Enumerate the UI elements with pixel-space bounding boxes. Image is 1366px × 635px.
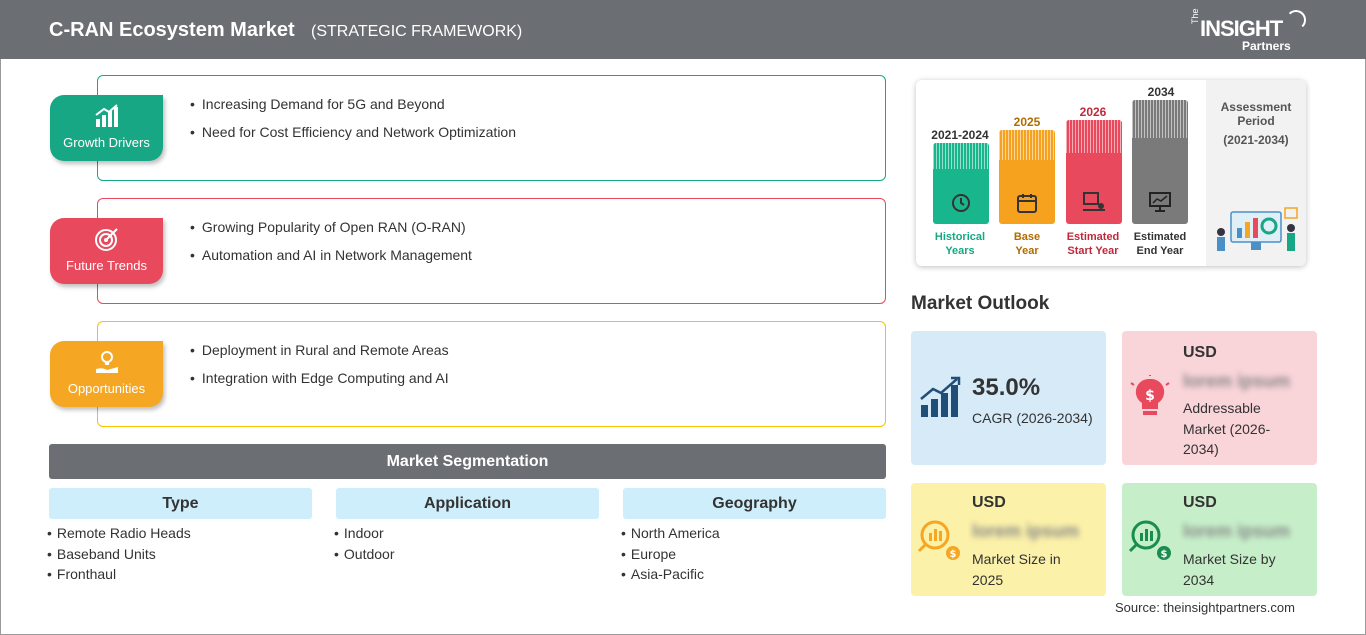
cagr-label: CAGR (2026-2034) — [972, 410, 1093, 426]
size-2025-usd: USD — [972, 494, 1006, 511]
logo-the: The — [1190, 8, 1200, 24]
page-subtitle: (STRATEGIC FRAMEWORK) — [311, 23, 523, 40]
timeline-bar-historical — [933, 143, 989, 224]
cagr-value: 35.0% — [972, 374, 1041, 401]
page-title: C-RAN Ecosystem Market — [49, 19, 295, 41]
header-bar: C-RAN Ecosystem Market (STRATEGIC FRAMEW… — [0, 0, 1366, 59]
svg-text:$: $ — [950, 549, 957, 560]
presentation-icon — [1083, 192, 1105, 211]
list-item: Automation and AI in Network Management — [190, 247, 472, 275]
timeline-label-base: Base Year — [989, 230, 1065, 258]
segment-header-application: Application — [336, 488, 599, 519]
list-item: Indoor — [334, 525, 395, 546]
market-size-2025-card: USD lorem ipsum Market Size in 2025 $ — [911, 483, 1106, 596]
analytics-people-icon — [1217, 207, 1298, 251]
opportunities-label: Opportunities — [67, 381, 146, 396]
addressable-value: lorem ipsum — [1183, 371, 1291, 391]
svg-text:$: $ — [1145, 388, 1155, 404]
future-trends-tag: Future Trends — [50, 218, 163, 284]
timeline-bar-start — [1066, 120, 1122, 224]
timeline-bar-end — [1132, 100, 1188, 224]
addressable-usd: USD — [1183, 344, 1217, 361]
lightbulb-hand-icon — [96, 351, 118, 373]
list-item: Deployment in Rural and Remote Areas — [190, 342, 449, 370]
growth-drivers-card: Increasing Demand for 5G and Beyond Need… — [97, 75, 886, 181]
target-icon — [95, 228, 118, 251]
growth-drivers-label: Growth Drivers — [63, 135, 150, 150]
market-size-2034-card: USD lorem ipsum Market Size by 2034 $ — [1122, 483, 1317, 596]
timeline-label-line1: Estimated — [1066, 231, 1120, 243]
list-item: Growing Popularity of Open RAN (O-RAN) — [190, 219, 472, 247]
assessment-period: (2021-2034) — [1223, 133, 1289, 147]
timeline-label-line1: Historical — [934, 231, 986, 243]
monitor-chart-icon — [1149, 192, 1171, 212]
calendar-icon — [1017, 194, 1037, 213]
timeline-label-line1: Estimated — [1133, 231, 1187, 243]
segment-list-application: Indoor Outdoor — [334, 525, 395, 566]
logo-partners: Partners — [1242, 39, 1291, 53]
assessment-period-panel: Assessment Period (2021-2034) — [1206, 80, 1306, 266]
market-outlook-title: Market Outlook — [911, 293, 1050, 314]
timeline-label-end: Estimated End Year — [1122, 230, 1198, 258]
market-segmentation-bar: Market Segmentation — [49, 444, 886, 479]
magnifier-coins-icon: $ — [917, 520, 960, 560]
timeline-label-line2: End Year — [1136, 245, 1184, 257]
future-trends-list: Growing Popularity of Open RAN (O-RAN) A… — [190, 219, 472, 275]
timeline-label-line2: Years — [945, 245, 975, 257]
segment-list-geography: North America Europe Asia-Pacific — [621, 525, 720, 587]
opportunities-card: Deployment in Rural and Remote Areas Int… — [97, 321, 886, 427]
opportunities-list: Deployment in Rural and Remote Areas Int… — [190, 342, 449, 398]
lightbulb-dollar-icon: $ — [1130, 375, 1170, 415]
list-item: Increasing Demand for 5G and Beyond — [190, 96, 516, 124]
size-2034-value: lorem ipsum — [1183, 521, 1291, 541]
list-item: Outdoor — [334, 546, 395, 567]
opportunities-tag: Opportunities — [50, 341, 163, 407]
growth-drivers-tag: Growth Drivers — [50, 95, 163, 161]
future-trends-label: Future Trends — [66, 258, 147, 273]
list-item: Asia-Pacific — [621, 566, 720, 587]
list-item: North America — [621, 525, 720, 546]
addressable-label: Addressable Market (2026-2034) — [1183, 400, 1271, 457]
timeline-year-end: 2034 — [1147, 85, 1175, 99]
cagr-card: 35.0% CAGR (2026-2034) — [911, 331, 1106, 465]
magnifier-coins-icon: $ — [1128, 520, 1171, 560]
timeline-year-start: 2026 — [1079, 105, 1107, 119]
segment-list-type: Remote Radio Heads Baseband Units Fronth… — [47, 525, 191, 587]
logo-insight: INSIGHT — [1200, 16, 1283, 41]
assessment-title: Assessment Period — [1220, 100, 1292, 128]
list-item: Fronthaul — [47, 566, 191, 587]
timeline-bar-base — [999, 130, 1055, 224]
timeline-label-line1: Base — [1013, 231, 1041, 243]
size-2034-usd: USD — [1183, 494, 1217, 511]
timeline-label-line2: Start Year — [1067, 245, 1119, 257]
growth-drivers-list: Increasing Demand for 5G and Beyond Need… — [190, 96, 516, 152]
future-trends-card: Growing Popularity of Open RAN (O-RAN) A… — [97, 198, 886, 304]
segment-header-geography: Geography — [623, 488, 886, 519]
size-2034-label: Market Size by 2034 — [1183, 551, 1276, 588]
timeline-label-line2: Year — [1015, 245, 1039, 257]
timeline-year-historical: 2021-2024 — [931, 128, 989, 142]
history-clock-icon — [952, 194, 970, 212]
timeline-year-base: 2025 — [1013, 115, 1041, 129]
svg-text:$: $ — [1161, 549, 1168, 560]
growth-bars-icon — [920, 376, 961, 417]
logo-swoosh-icon — [1286, 10, 1306, 30]
list-item: Remote Radio Heads — [47, 525, 191, 546]
timeline-label-historical: Historical Years — [922, 230, 998, 258]
source-text: Source: theinsightpartners.com — [1115, 600, 1295, 615]
timeline-label-start: Estimated Start Year — [1055, 230, 1131, 258]
list-item: Integration with Edge Computing and AI — [190, 370, 449, 398]
list-item: Need for Cost Efficiency and Network Opt… — [190, 124, 516, 152]
size-2025-value: lorem ipsum — [972, 521, 1080, 541]
size-2025-label: Market Size in 2025 — [972, 551, 1061, 588]
list-item: Baseband Units — [47, 546, 191, 567]
segment-header-type: Type — [49, 488, 312, 519]
addressable-market-card: USD lorem ipsum Addressable Market (2026… — [1122, 331, 1317, 465]
growth-chart-icon — [95, 104, 118, 127]
list-item: Europe — [621, 546, 720, 567]
insight-partners-logo[interactable]: The INSIGHT Partners — [1190, 8, 1310, 54]
